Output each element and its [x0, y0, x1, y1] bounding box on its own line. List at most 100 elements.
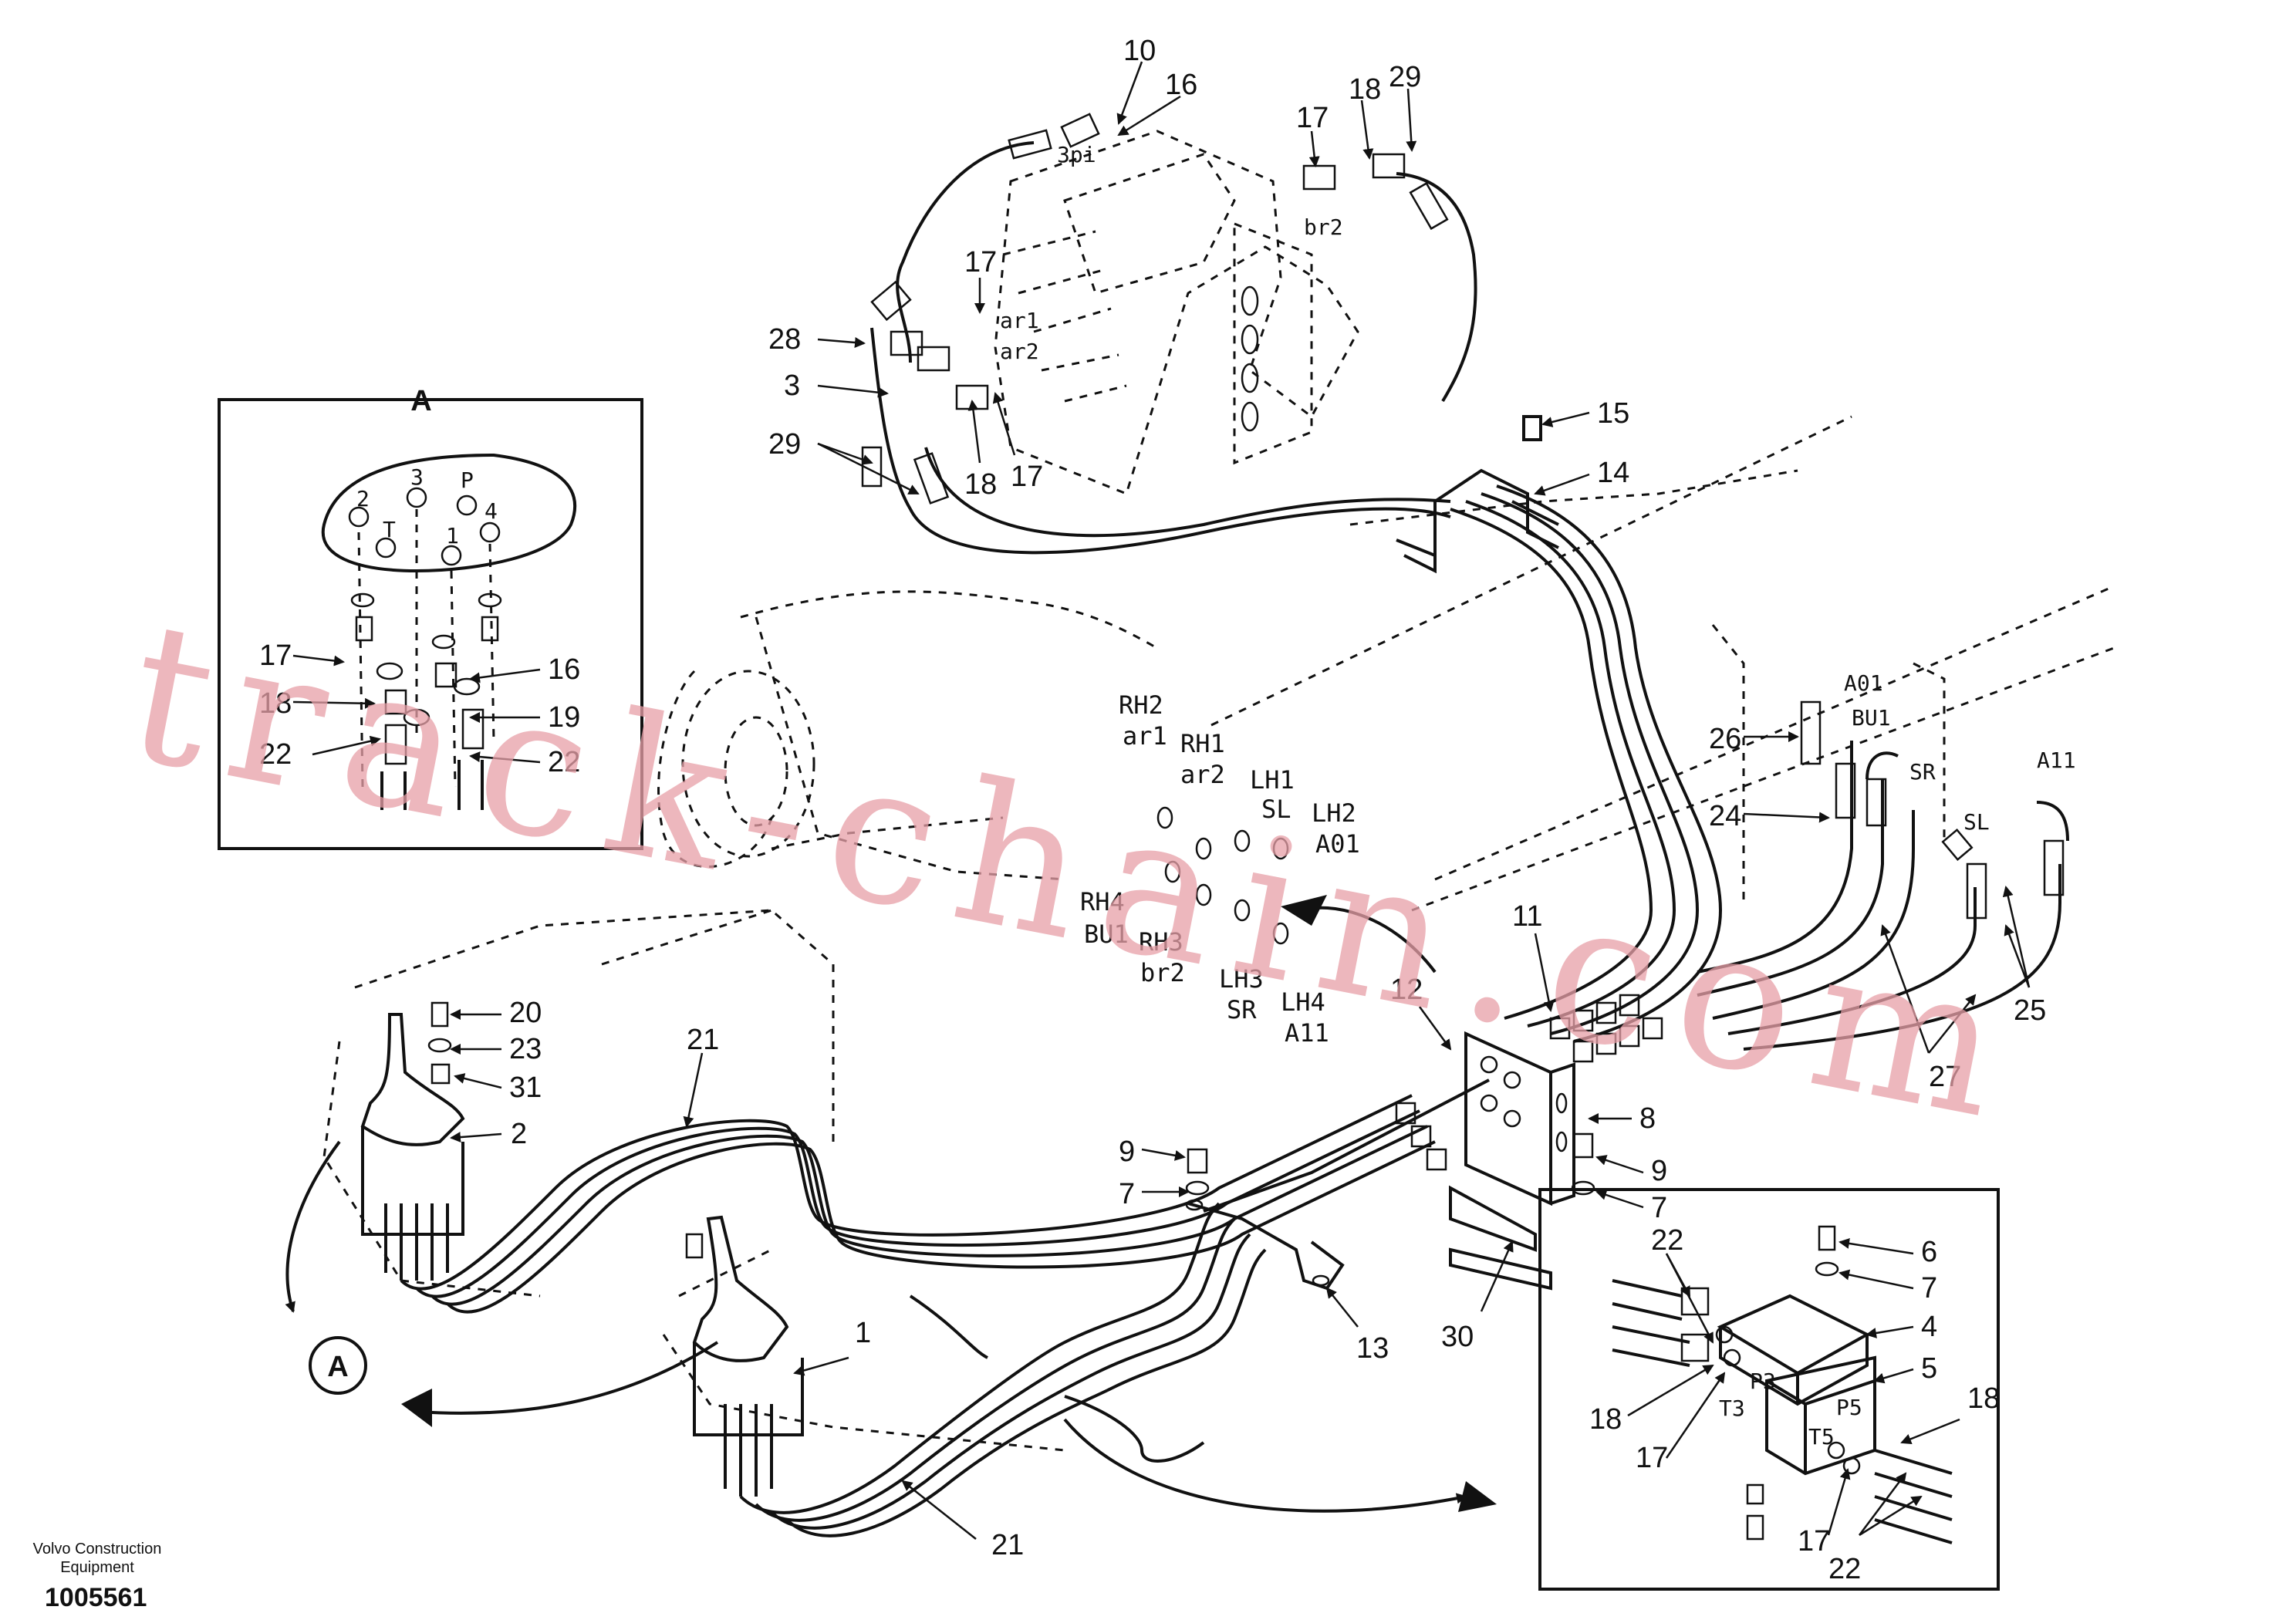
inset-b-callout-17: 17: [1798, 1525, 1830, 1558]
leader-lines: [292, 61, 2031, 1540]
inset-b-callout-5: 5: [1921, 1352, 1937, 1385]
inset-a-title: A: [410, 385, 431, 417]
callout-31: 31: [509, 1072, 542, 1104]
callout-20: 20: [509, 997, 542, 1029]
callout-17: 17: [1296, 102, 1329, 134]
inset-a-callout-19: 19: [548, 701, 580, 734]
inset-b-port-p3: P3: [1750, 1369, 1776, 1394]
inset-a-port-2: 2: [356, 486, 370, 511]
inset-a-port-p: P: [461, 467, 474, 493]
travel-valve-fittings: [1800, 700, 2069, 920]
bracket-14: [1396, 415, 1559, 574]
manifold-8: [427, 994, 1663, 1291]
inset-b-callout-22: 22: [1651, 1224, 1683, 1257]
inset-b-callout-17: 17: [1636, 1442, 1668, 1474]
inset-b-callout-7: 7: [1921, 1272, 1937, 1304]
port-br2: br2: [1304, 214, 1343, 240]
inset-a-callout-18: 18: [259, 687, 292, 720]
legend-rh1-port: ar2: [1180, 760, 1225, 789]
callout-17: 17: [1011, 461, 1043, 493]
port-ellipses: [1156, 806, 1289, 945]
port-sr: SR: [1909, 759, 1936, 785]
motion-arrows: [285, 895, 1497, 1513]
legend-lh1-port: SL: [1261, 795, 1292, 824]
upper-hoses: [870, 141, 2061, 1213]
legend-rh3: RH3: [1139, 927, 1183, 957]
callout-16: 16: [1165, 69, 1197, 101]
legend-rh3-port: br2: [1140, 958, 1185, 987]
inset-a-port-1: 1: [446, 523, 459, 548]
callout-27: 27: [1929, 1061, 1961, 1093]
inset-a-callout-22: 22: [548, 746, 580, 778]
port-bu1: BU1: [1852, 705, 1891, 731]
inset-b: [1538, 1188, 2000, 1591]
callout-7: 7: [1119, 1178, 1135, 1210]
inset-a-callout-22: 22: [259, 738, 292, 771]
legend-lh4: LH4: [1281, 987, 1325, 1017]
legend-lh3-port: SR: [1227, 995, 1257, 1024]
inset-b-callout-22: 22: [1828, 1553, 1861, 1585]
legend-rh4: RH4: [1080, 887, 1125, 916]
port-3pi: 3pi: [1057, 142, 1096, 167]
callout-10: 10: [1123, 35, 1156, 67]
inset-b-callout-6: 6: [1921, 1236, 1937, 1268]
inset-a-labels: A 17 18 22 16 19 22 2 3 P 4 T 1: [259, 385, 580, 778]
port-sl: SL: [1963, 809, 1990, 835]
callout-18: 18: [1349, 73, 1381, 106]
port-labels: 3pi br2 ar1 ar2 A01 BU1 SR SL A11: [1000, 142, 2076, 835]
callout-13: 13: [1356, 1332, 1389, 1365]
legend-lh3: LH3: [1219, 964, 1264, 994]
legend-rh1: RH1: [1180, 729, 1225, 758]
callout-1: 1: [855, 1317, 871, 1349]
legend-rh2: RH2: [1119, 690, 1163, 720]
legend-rh4-port: BU1: [1084, 920, 1129, 949]
legend-lh1: LH1: [1250, 765, 1295, 795]
clamp-13: [1185, 1199, 1345, 1291]
legend-lh2-port: A01: [1315, 829, 1360, 859]
inset-b-callout-18: 18: [1589, 1403, 1622, 1436]
inset-a: [218, 398, 643, 850]
right-joystick: [692, 1215, 804, 1497]
inset-b-callout-18: 18: [1967, 1382, 2000, 1415]
inset-b-port-t3: T3: [1719, 1396, 1745, 1421]
callout-2: 2: [511, 1118, 527, 1150]
inset-b-labels: 22 6 7 4 5 18 17 18 17 22 P3 T3 P5 T5: [1589, 1224, 2000, 1585]
callout-3: 3: [784, 370, 800, 402]
watermark-text: track-chain.com: [113, 579, 2041, 1166]
callout-17: 17: [964, 246, 997, 278]
inset-a-port-3: 3: [410, 464, 424, 490]
inset-b-callout-4: 4: [1921, 1311, 1937, 1343]
callout-24: 24: [1709, 800, 1741, 832]
company-name: Volvo Construction Equipment: [32, 1541, 162, 1576]
callout-8: 8: [1639, 1102, 1656, 1135]
port-a01: A01: [1844, 670, 1883, 696]
callout-9: 9: [1119, 1136, 1135, 1168]
inset-a-callout-16: 16: [548, 653, 580, 686]
callout-23: 23: [509, 1033, 542, 1065]
callout-15: 15: [1597, 397, 1629, 430]
inset-b-port-p5: P5: [1836, 1395, 1862, 1420]
callout-11: 11: [1512, 900, 1542, 933]
callout-numbers: 10 16 17 18 29 17 28 3 29 18 17 15 14 26…: [509, 35, 2046, 1561]
legend-lh4-port: A11: [1285, 1018, 1329, 1048]
upper-fittings: [861, 113, 1449, 505]
callout-30: 30: [1441, 1321, 1474, 1353]
inset-a-port-4: 4: [485, 498, 498, 524]
callout-25: 25: [2014, 994, 2046, 1027]
port-legend: RH2 ar1 RH1 ar2 LH1 SL LH2 A01 RH4 BU1 R…: [1080, 690, 1360, 1048]
left-joystick: [360, 1013, 465, 1281]
pilot-hoses: [400, 1094, 1436, 1537]
inset-a-port-t: T: [383, 517, 396, 542]
callout-29: 29: [1389, 61, 1421, 93]
legend-rh2-port: ar1: [1123, 721, 1167, 751]
view-a-marker-label: A: [327, 1351, 348, 1383]
callout-29: 29: [768, 428, 801, 461]
drawing-number: 1005561: [45, 1583, 147, 1612]
callout-12: 12: [1390, 974, 1423, 1006]
callout-26: 26: [1709, 723, 1741, 755]
callout-14: 14: [1597, 457, 1629, 489]
port-ar2: ar2: [1000, 339, 1039, 364]
control-valve: [994, 130, 1359, 495]
callout-21: 21: [991, 1529, 1024, 1561]
